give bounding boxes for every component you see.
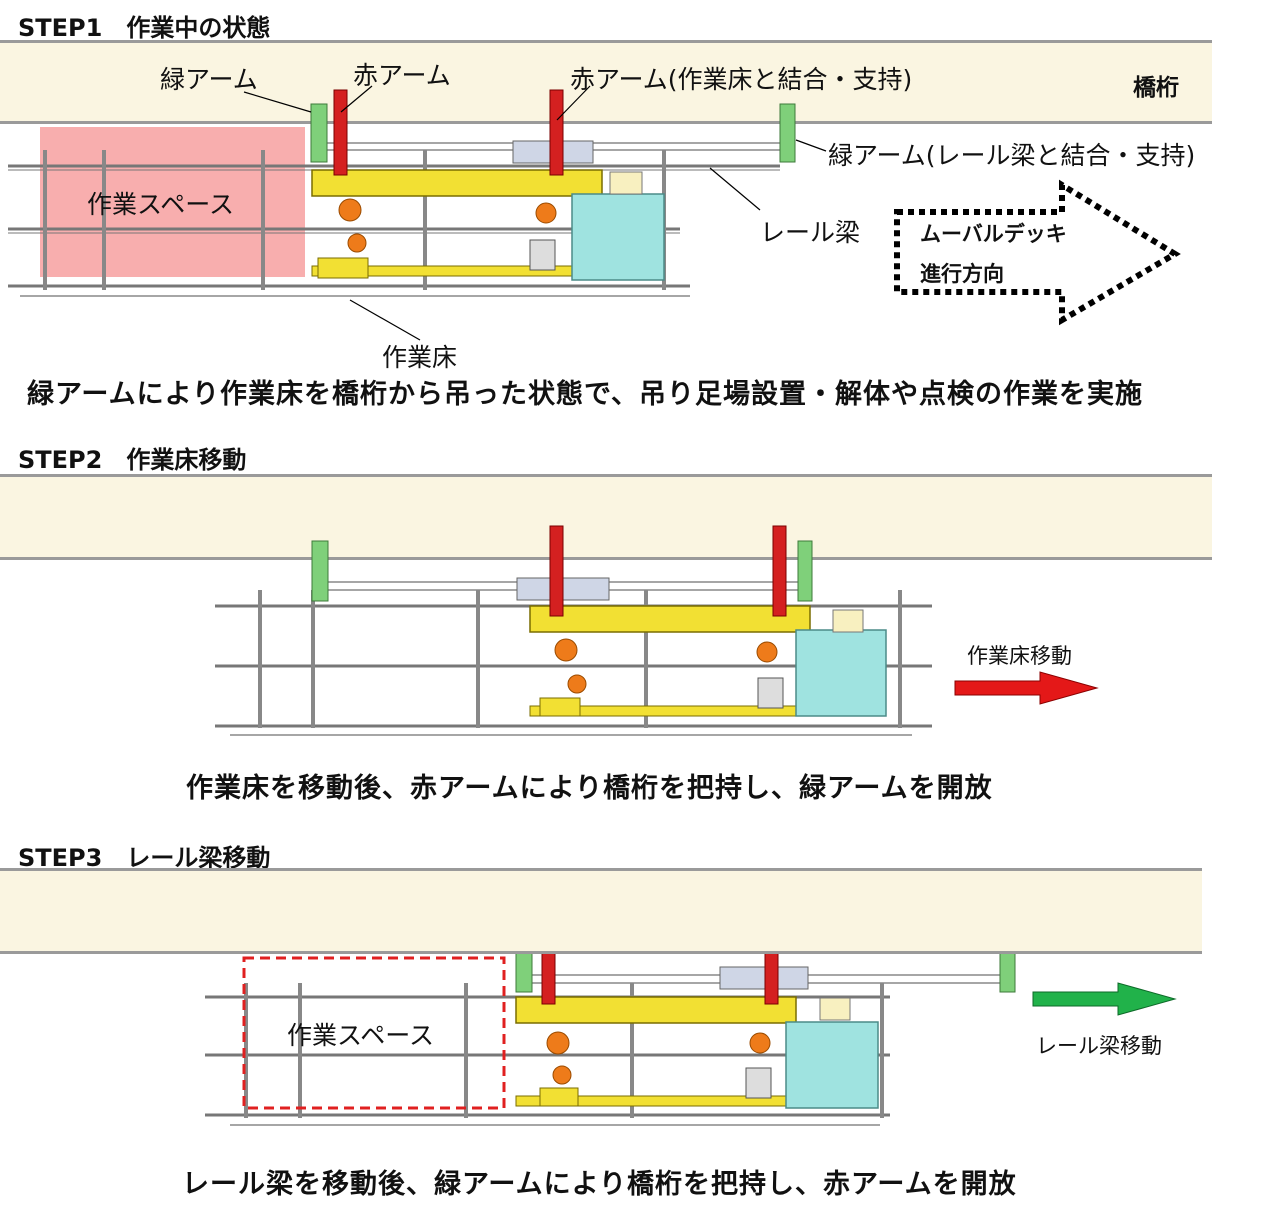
step1-red-arm-label: 赤アーム — [353, 61, 451, 90]
step1-direction-line1: ムーバルデッキ — [920, 222, 1067, 246]
step2-arrow-label: 作業床移動 — [967, 644, 1072, 668]
step3-work-space-label: 作業スペース — [287, 1021, 435, 1050]
step1-work-space-label: 作業スペース — [87, 190, 235, 219]
step1-work-space-area — [40, 127, 305, 277]
step1-red-arm-support-label: 赤アーム(作業床と結合・支持) — [570, 65, 913, 94]
step1-title: STEP1 作業中の状態 — [18, 14, 271, 42]
step2-girder — [0, 474, 1212, 560]
step2-caption: 作業床を移動後、赤アームにより橋桁を把持し、緑アームを開放 — [186, 773, 993, 804]
step3-arrow-label: レール梁移動 — [1036, 1034, 1162, 1058]
step3-caption: レール梁を移動後、緑アームにより橋桁を把持し、赤アームを開放 — [182, 1169, 1017, 1200]
step1-caption: 緑アームにより作業床を橋桁から吊った状態で、吊り足場設置・解体や点検の作業を実施 — [27, 379, 1143, 410]
step1-girder-label: 橋桁 — [1133, 75, 1179, 101]
step1-machine-drawing — [8, 85, 1181, 341]
step2-title: STEP2 作業床移動 — [18, 446, 247, 474]
step1-green-arm-label: 緑アーム — [160, 65, 258, 94]
step1-girder — [0, 40, 1212, 124]
step3-title: STEP3 レール梁移動 — [18, 844, 271, 872]
step1-green-arm-support-label: 緑アーム(レール梁と結合・支持) — [828, 141, 1196, 170]
step1-direction-line2: 進行方向 — [920, 262, 1004, 286]
step1-rail-beam-label: レール梁 — [760, 218, 861, 247]
step1-work-floor-label: 作業床 — [382, 343, 458, 372]
step3-girder — [0, 868, 1202, 954]
